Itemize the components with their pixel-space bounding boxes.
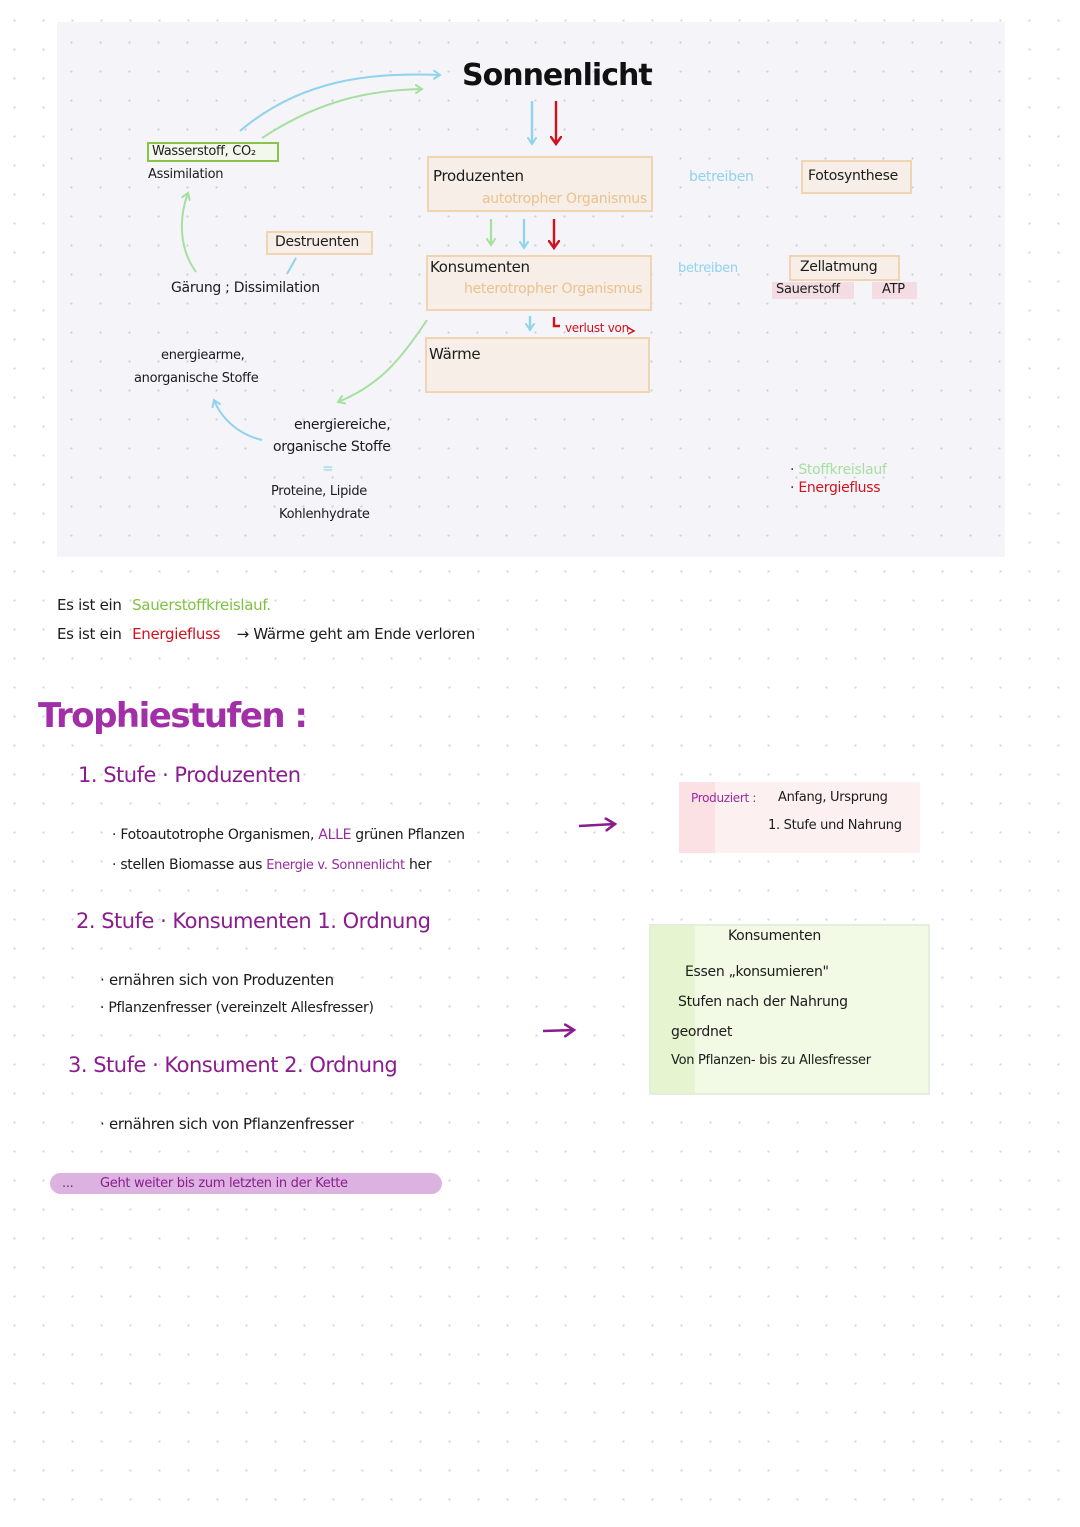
konsumenten-title: Konsumenten [430,258,530,276]
bullet-dot: · [112,857,121,873]
bullet-text: stellen Biomasse aus [120,857,267,873]
statement-sauerstoffkreislauf: Es ist ein Sauerstoffkreislauf. [57,596,271,614]
zellatmung-box [789,255,900,281]
konsumenten-box [426,255,652,311]
level-3-title: 3. Stufe · Konsument 2. Ordnung [68,1053,398,1077]
konsumenten-note [649,924,930,1095]
betreiben-label-2: betreiben [678,261,738,276]
produzenten-box [427,156,653,212]
bullet-text: Fotoautotrophe Organismen, [120,827,319,843]
waerme-title: Wärme [429,345,481,363]
sauerstoff-tag-bg [772,282,854,299]
gaerung-dissimilation-label: Gärung ; Dissimilation [171,280,320,296]
produzent-note [679,782,920,853]
bullet-dot: · [112,827,121,843]
assimilation-label: Assimilation [148,167,224,182]
bullet-text: Pflanzenfresser (vereinzelt Allesfresser… [108,1000,374,1016]
legend-bullet: · [790,462,795,478]
energiereiche-label-line2: organische Stoffe [273,439,391,455]
bullet-text: ernähren sich von Pflanzenfresser [108,1115,354,1133]
examples-line2: Kohlenhydrate [279,507,370,522]
energiereiche-label-line1: energiereiche, [294,417,391,433]
fotosynthese-label: Fotosynthese [808,168,898,184]
level-2-bullet-2: · Pflanzenfresser (vereinzelt Allesfress… [100,1000,374,1016]
arrow-purple-to-konsumenten-note [542,1030,574,1031]
continuation-ellipsis: ... [62,1176,74,1191]
konsumenten-note-line4: Von Pflanzen- bis zu Allesfresser [671,1053,871,1068]
atp-tag-bg [872,282,917,299]
statement-suffix: . [266,596,271,614]
bullet-highlight-energie: Energie v. Sonnenlicht [266,858,405,873]
level-3-bullet-1: · ernähren sich von Pflanzenfresser [100,1115,354,1133]
arrow-purple-to-produzent-note [578,824,615,826]
bullet-text: grünen Pflanzen [351,827,465,843]
legend-item-stoffkreislauf: · Stoffkreislauf [790,462,887,478]
statement-highlight-energiefluss: Energiefluss [132,625,221,643]
produzenten-title: Produzenten [433,167,524,185]
konsumenten-note-line1: Essen „konsumieren" [685,964,829,980]
examples-line1: Proteine, Lipide [271,484,368,499]
energiearme-label-line1: energiearme, [161,348,245,363]
level-1-title: 1. Stufe · Produzenten [78,763,301,787]
continuation-text: Geht weiter bis zum letzten in der Kette [100,1176,348,1191]
continuation-pill [50,1173,442,1194]
bullet-highlight-alle: ALLE [318,827,352,843]
produzenten-subtitle: autotropher Organismus [482,191,647,207]
betreiben-label-1: betreiben [689,169,754,185]
diagram-title-sonnenlicht: Sonnenlicht [462,58,653,93]
energiearme-label-line2: anorganische Stoffe [134,371,259,386]
legend-item-energiefluss: · Energiefluss [790,480,881,496]
equals-sign: = [322,461,334,477]
verlust-label: verlust von [565,321,629,335]
wasserstoff-box [147,142,279,162]
konsumenten-note-line3: geordnet [671,1024,733,1040]
bullet-dot: · [100,1000,109,1016]
zellatmung-label: Zellatmung [800,259,878,275]
legend-bullet: · [790,480,795,496]
legend-label-stoffkreislauf: Stoffkreislauf [798,462,887,478]
level-2-bullet-1: · ernähren sich von Produzenten [100,971,334,989]
statement-energiefluss: Es ist ein Energiefluss → Wärme geht am … [57,625,475,643]
konsumenten-note-title: Konsumenten [728,928,821,944]
destruenten-label: Destruenten [275,234,359,250]
konsumenten-subtitle: heterotropher Organismus [464,281,643,297]
bullet-dot: · [100,971,109,989]
bullet-text: her [404,857,432,873]
bullet-dot: · [100,1115,109,1133]
legend-label-energiefluss: Energiefluss [798,480,881,496]
destruenten-box [266,231,373,255]
statement-highlight-sauerstoffkreislauf: Sauerstoffkreislauf [132,596,267,614]
atp-tag: ATP [882,282,905,297]
produzent-note-line1: Anfang, Ursprung [778,790,888,805]
level-1-bullet-2: · stellen Biomasse aus Energie v. Sonnen… [112,857,432,873]
sauerstoff-tag: Sauerstoff [776,282,840,297]
statement-prefix: Es ist ein [57,596,122,614]
wasserstoff-label: Wasserstoff, CO₂ [152,144,256,159]
level-2-title: 2. Stufe · Konsumenten 1. Ordnung [76,909,431,933]
produzent-note-label: Produziert : [691,791,757,805]
konsumenten-note-line2: Stufen nach der Nahrung [678,994,848,1010]
bullet-text: ernähren sich von Produzenten [108,971,334,989]
produzent-note-line2: 1. Stufe und Nahrung [768,818,902,833]
statement-prefix: Es ist ein [57,625,122,643]
fotosynthese-box [801,160,912,194]
trophiestufen-heading: Trophiestufen : [38,696,308,736]
statement-suffix: → Wärme geht am Ende verloren [236,625,476,643]
level-1-bullet-1: · Fotoautotrophe Organismen, ALLE grünen… [112,827,465,843]
